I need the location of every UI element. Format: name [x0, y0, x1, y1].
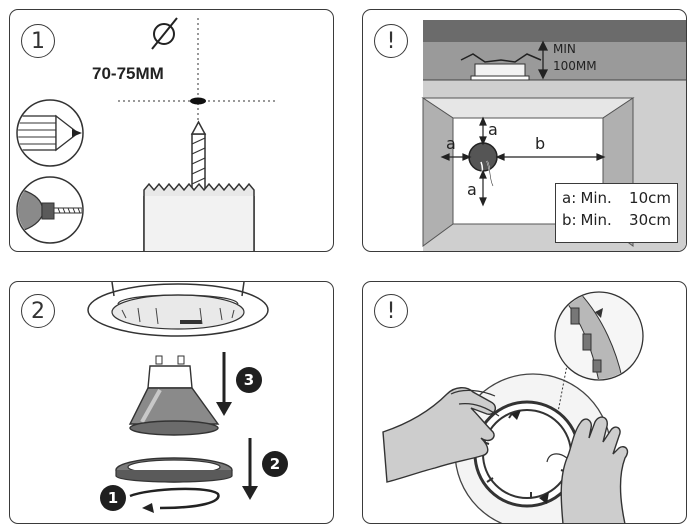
down-arrow-3 — [216, 352, 232, 416]
ceiling-joist — [423, 20, 686, 42]
clearance-legend: a: Min. 10cm b: Min. 30cm — [555, 183, 678, 243]
warning-badge-bottom: ! — [374, 294, 408, 328]
hole-saw-icon — [143, 182, 255, 251]
removal-scene — [382, 291, 644, 523]
clearance-arrows — [440, 116, 606, 207]
hand-icon — [382, 387, 500, 483]
legend-row-b: b: Min. 30cm — [562, 211, 671, 229]
warning-badge-top: ! — [374, 24, 408, 58]
ceiling-scene — [421, 20, 686, 251]
label-a-bottom: a — [467, 180, 477, 199]
hole-diameter-label: 70-75MM — [92, 64, 164, 83]
center-mark — [190, 97, 206, 105]
panel-drill-hole: 1 70-75MM — [9, 9, 334, 252]
label-b: b — [535, 134, 546, 153]
step-1-badge: 1 — [100, 485, 126, 511]
no-diameter-icon — [151, 17, 178, 50]
legend-row-a: a: Min. 10cm — [562, 189, 671, 207]
drill-bit-icon — [190, 120, 207, 191]
panel-clearance: ! — [362, 9, 687, 252]
gu10-lamp-icon — [128, 355, 220, 436]
down-arrow-2 — [242, 438, 258, 500]
drill-icon — [16, 176, 84, 244]
panel-assembly: 2 — [9, 281, 334, 524]
downlight-icon — [460, 53, 542, 81]
assembly-scene — [87, 282, 269, 513]
panel-ring-removal: ! — [362, 281, 687, 524]
label-a-left: a — [446, 134, 456, 153]
detail-magnifier — [554, 291, 644, 381]
hand-icon-right — [546, 416, 629, 523]
downlight-ring-icon — [87, 282, 269, 337]
ceiling-void — [423, 42, 686, 80]
min-depth-arrow — [537, 40, 549, 80]
step-3-badge: 3 — [236, 367, 262, 393]
pencil-icon — [16, 99, 84, 167]
ceiling-board — [423, 80, 686, 98]
step-badge-2: 2 — [21, 294, 55, 328]
step-badge-1: 1 — [21, 24, 55, 58]
rotate-arrow-icon — [129, 487, 220, 513]
drill-scene — [16, 17, 278, 251]
retaining-ring-icon — [115, 457, 233, 483]
min-label: MIN — [553, 42, 576, 56]
label-a-top: a — [488, 120, 498, 139]
step-2-badge: 2 — [262, 451, 288, 477]
min-value-label: 100MM — [553, 59, 597, 73]
